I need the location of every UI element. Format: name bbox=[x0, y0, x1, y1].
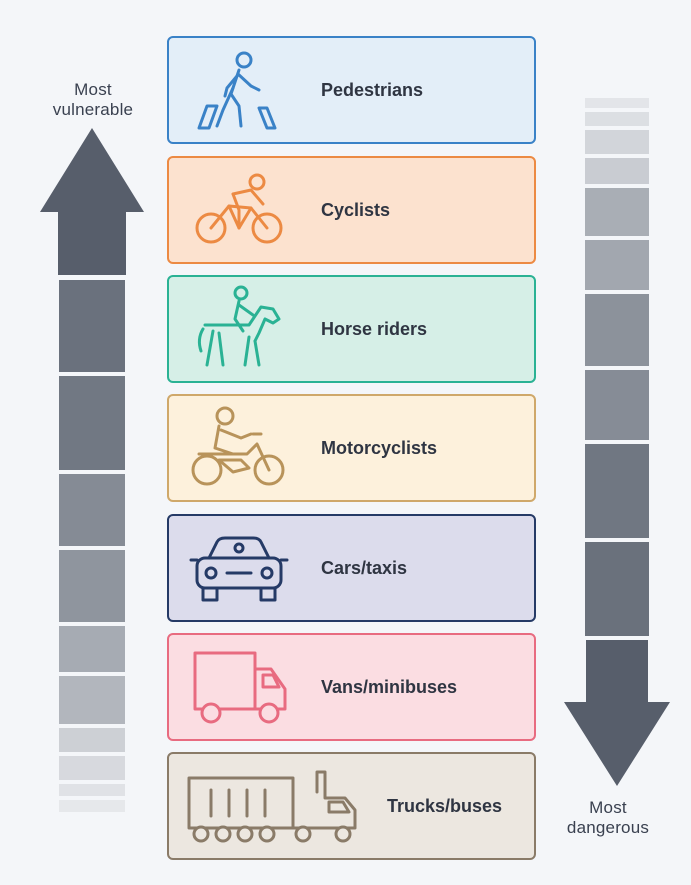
vulnerability-arrow bbox=[40, 128, 144, 812]
road-user-label: Cars/taxis bbox=[321, 557, 408, 578]
road-user-card-pedestrians: Pedestrians bbox=[167, 36, 536, 144]
cyclist-icon bbox=[195, 173, 283, 244]
arrow-segment bbox=[59, 626, 125, 672]
road-user-card-horse-riders: Horse riders bbox=[167, 275, 536, 383]
arrow-segment bbox=[585, 130, 649, 154]
arrow-segment bbox=[585, 542, 649, 636]
arrow-segment bbox=[59, 784, 125, 796]
pedestrian-icon bbox=[197, 51, 277, 130]
label-line: vulnerable bbox=[52, 100, 134, 119]
road-user-label: Trucks/buses bbox=[387, 795, 503, 816]
horse-rider-icon bbox=[197, 285, 281, 367]
arrow-segment bbox=[585, 188, 649, 236]
arrow-segment bbox=[59, 550, 125, 622]
label-line: Most bbox=[589, 798, 627, 817]
label-line: Most bbox=[74, 80, 112, 99]
arrow-segment bbox=[59, 376, 125, 470]
road-user-card-trucks-buses: Trucks/buses bbox=[167, 752, 536, 860]
arrow-segment bbox=[585, 240, 649, 290]
arrow-segment bbox=[585, 158, 649, 184]
truck-icon bbox=[187, 770, 357, 843]
road-user-label: Cyclists bbox=[321, 199, 391, 220]
arrow-segment bbox=[59, 728, 125, 752]
down-arrow-head bbox=[564, 640, 670, 786]
most-vulnerable-label: Most vulnerable bbox=[28, 80, 158, 120]
road-user-card-cyclists: Cyclists bbox=[167, 156, 536, 264]
arrow-segment bbox=[585, 294, 649, 366]
arrow-segment bbox=[585, 112, 649, 126]
arrow-segment bbox=[59, 676, 125, 724]
label-line: dangerous bbox=[566, 818, 650, 837]
motorcyclist-icon bbox=[191, 406, 285, 486]
danger-arrow bbox=[564, 98, 670, 786]
road-user-label: Vans/minibuses bbox=[321, 676, 458, 697]
road-user-card-vans-minibuses: Vans/minibuses bbox=[167, 633, 536, 741]
van-icon bbox=[193, 651, 287, 724]
road-user-card-cars-taxis: Cars/taxis bbox=[167, 514, 536, 622]
most-dangerous-label: Most dangerous bbox=[548, 798, 668, 838]
road-user-label: Motorcyclists bbox=[321, 437, 438, 458]
road-user-label: Horse riders bbox=[321, 318, 428, 339]
up-arrow-head bbox=[40, 128, 144, 275]
arrow-segment bbox=[59, 280, 125, 372]
arrow-segment bbox=[585, 444, 649, 538]
arrow-segment bbox=[59, 756, 125, 780]
arrow-segment bbox=[59, 474, 125, 546]
car-icon bbox=[189, 536, 289, 602]
road-user-card-motorcyclists: Motorcyclists bbox=[167, 394, 536, 502]
road-user-label: Pedestrians bbox=[321, 79, 424, 100]
arrow-segment bbox=[585, 98, 649, 108]
arrow-segment bbox=[59, 800, 125, 812]
arrow-segment bbox=[585, 370, 649, 440]
